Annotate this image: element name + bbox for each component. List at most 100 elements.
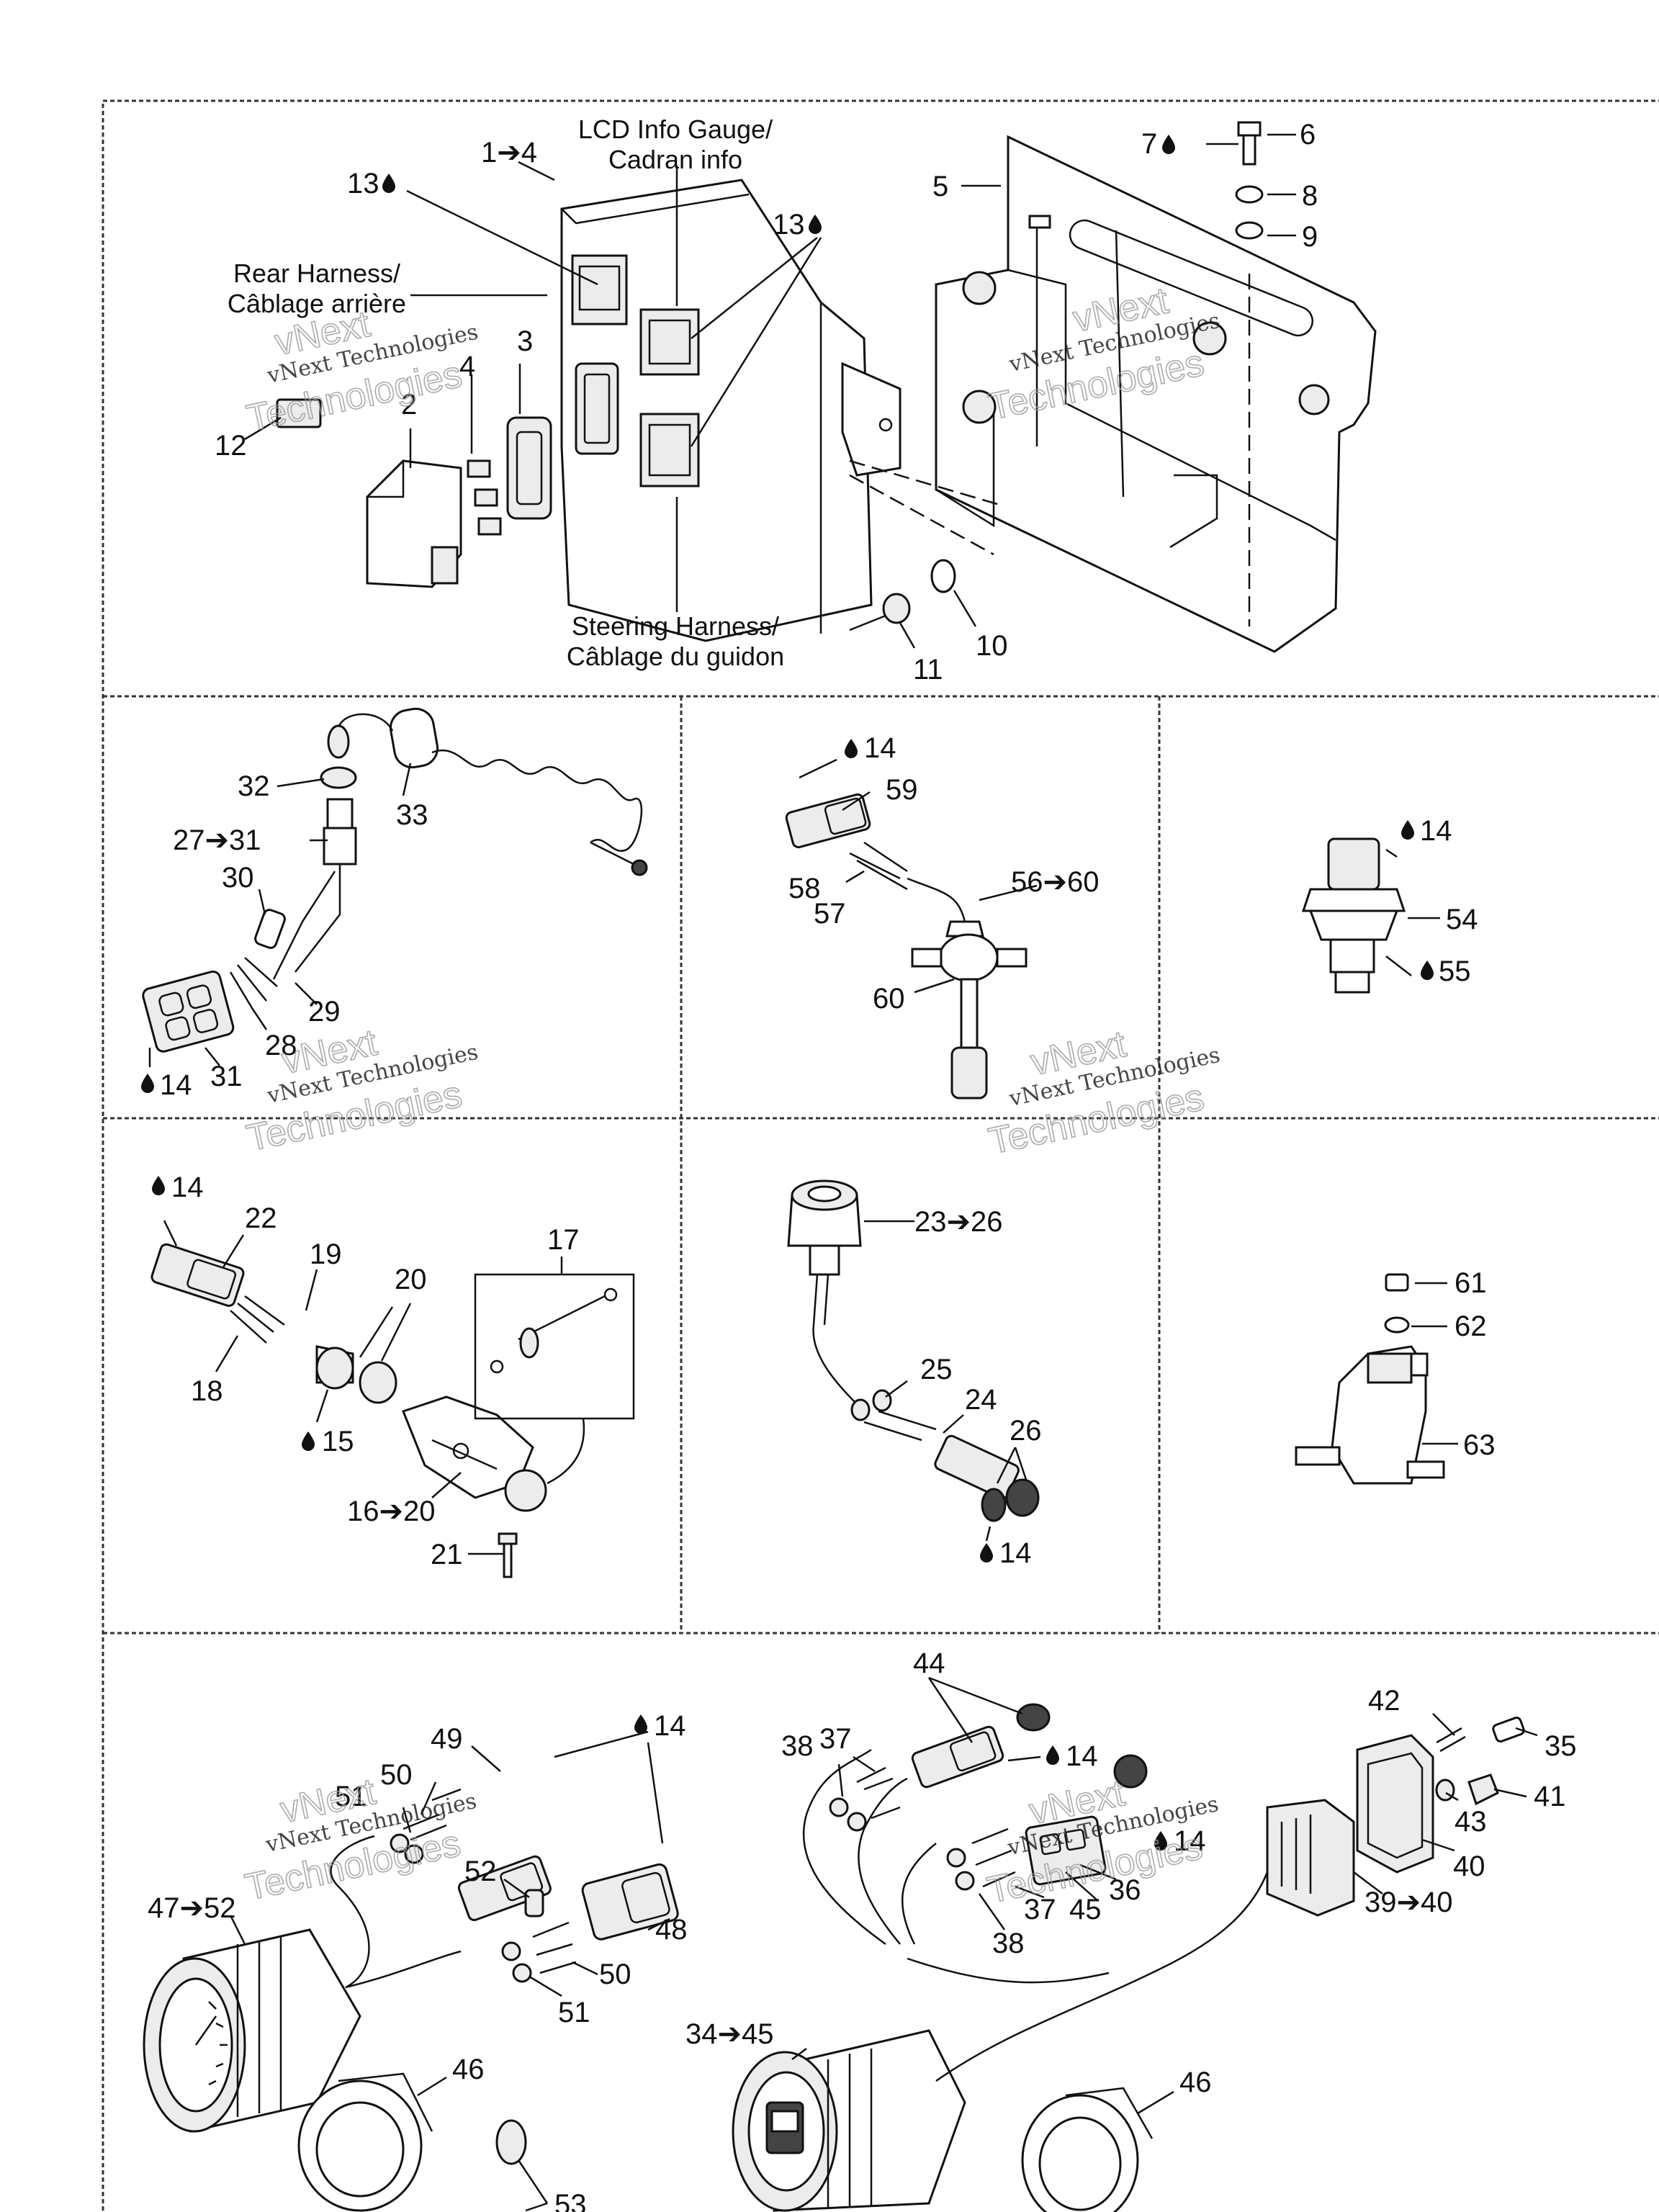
callout-14: 14 (999, 1537, 1032, 1569)
callout-5: 5 (932, 171, 948, 202)
callout-40: 40 (1453, 1851, 1485, 1882)
callout-35: 35 (1545, 1730, 1577, 1762)
callout-37a: 37 (819, 1723, 852, 1755)
panel-gauges-harness: 49 14 50 51 52 48 47➔52 50 51 46 53 44 3… (143, 1647, 1577, 2212)
callout-16-20: 16➔20 (347, 1496, 436, 1527)
callout-28: 28 (265, 1030, 297, 1061)
panel-lanyard-switch: 32 33 27➔31 30 29 28 31 14 (141, 707, 648, 1101)
rear-harness-caption-line1: Rear Harness/ (233, 258, 400, 288)
callout-37b: 37 (1024, 1894, 1056, 1925)
callout-14b: 14 (1066, 1740, 1098, 1772)
callout-46a: 46 (452, 2054, 485, 2085)
callout-46b: 46 (1179, 2067, 1212, 2098)
callout-32: 32 (238, 770, 270, 802)
callout-14c: 14 (1174, 1825, 1206, 1857)
callout-14: 14 (160, 1069, 192, 1101)
callout-58: 58 (788, 873, 821, 904)
callout-51b: 51 (558, 1997, 590, 2028)
callout-14: 14 (1420, 815, 1452, 847)
callout-42: 42 (1368, 1685, 1401, 1717)
callout-1-4: 1➔4 (481, 137, 537, 168)
washer-10 (930, 559, 956, 593)
callout-62: 62 (1455, 1310, 1487, 1342)
callout-12: 12 (215, 430, 247, 462)
lubricant-drop-icon (1162, 135, 1175, 154)
callout-34-45: 34➔45 (685, 2018, 774, 2050)
connector-44 (911, 1725, 1004, 1789)
callout-60: 60 (873, 983, 905, 1015)
callout-50a: 50 (380, 1759, 413, 1791)
connector-48 (581, 1863, 679, 1941)
relay-2 (366, 459, 462, 588)
rear-harness-caption-line2: Câblage arrière (228, 289, 406, 318)
callout-54: 54 (1446, 904, 1478, 935)
callout-31: 31 (210, 1061, 243, 1092)
callout-39-40: 39➔40 (1364, 1887, 1453, 1918)
callout-26: 26 (1010, 1415, 1042, 1447)
callout-43: 43 (1455, 1806, 1487, 1838)
callout-44: 44 (913, 1647, 945, 1679)
callout-14: 14 (171, 1172, 204, 1203)
washer-9 (1235, 221, 1264, 240)
callout-17: 17 (547, 1224, 580, 1256)
callout-10: 10 (976, 630, 1008, 662)
panel-temperature-sensor: 14 54 55 (1301, 815, 1478, 994)
seal-3 (506, 416, 552, 520)
callout-49: 49 (431, 1723, 463, 1755)
diagram-frame (102, 99, 1659, 2212)
callout-50b: 50 (599, 1959, 631, 1990)
callout-57: 57 (814, 898, 846, 930)
digital-gauge-34 (732, 2029, 966, 2212)
info-module-housing (560, 179, 902, 642)
cable-tie-53 (495, 2119, 549, 2204)
callout-47-52: 47➔52 (148, 1892, 236, 1924)
callout-38b: 38 (992, 1928, 1025, 1959)
callout-52: 52 (464, 1856, 497, 1887)
callout-13b: 13 (773, 209, 805, 240)
steering-harness-caption-line2: Câblage du guidon (567, 642, 784, 671)
lubricant-drop-icon (845, 739, 858, 758)
callout-41: 41 (1534, 1781, 1566, 1812)
mounting-ring-46b (1021, 2087, 1154, 2212)
seal-40 (1356, 1734, 1434, 1874)
lubricant-drop-icon (1401, 820, 1414, 840)
panel-top-module-assembly: LCD Info Gauge/ Cadran info Rear Harness… (215, 114, 1377, 685)
callout-7: 7 (1141, 128, 1157, 160)
callout-59: 59 (886, 774, 918, 806)
connector-39 (1266, 1799, 1355, 1917)
callout-61: 61 (1455, 1267, 1487, 1299)
panel-solenoid-valve: 61 62 63 (1295, 1267, 1496, 1485)
panel-trim-sensor: 14 22 19 20 17 18 15 16➔20 21 (150, 1172, 635, 1578)
lubricant-drop-icon (1421, 961, 1434, 980)
callout-4: 4 (459, 351, 475, 382)
callout-14: 14 (864, 732, 896, 764)
callout-38a: 38 (781, 1730, 814, 1762)
callout-11: 11 (913, 654, 943, 685)
callout-2: 2 (401, 389, 417, 421)
callout-25: 25 (920, 1354, 953, 1385)
callout-30: 30 (222, 862, 254, 894)
callout-33: 33 (396, 799, 428, 831)
callout-18: 18 (191, 1375, 223, 1407)
callout-21: 21 (431, 1539, 463, 1570)
panel-fuel-level-sensor: 14 59 58 57 56➔60 60 (785, 732, 1100, 1100)
analog-gauge-47 (143, 1928, 361, 2133)
lubricant-drop-icon (980, 1543, 993, 1563)
callout-23-26: 23➔26 (914, 1206, 1003, 1238)
callout-15: 15 (322, 1426, 354, 1457)
callout-48: 48 (655, 1914, 688, 1946)
lubricant-drop-icon (152, 1176, 165, 1195)
nut-11 (882, 593, 911, 624)
lubricant-drop-icon (634, 1714, 647, 1734)
callout-51a: 51 (335, 1781, 367, 1812)
callout-45: 45 (1069, 1894, 1102, 1925)
callout-63: 63 (1463, 1429, 1496, 1461)
callout-55: 55 (1439, 956, 1471, 987)
callout-29: 29 (308, 996, 341, 1028)
mounting-ring-46a (297, 2072, 433, 2212)
leader-lines-top (244, 133, 1296, 649)
callout-19: 19 (310, 1238, 342, 1270)
callout-36: 36 (1109, 1874, 1141, 1906)
callout-27-31: 27➔31 (173, 824, 261, 856)
callout-53: 53 (554, 2189, 587, 2212)
